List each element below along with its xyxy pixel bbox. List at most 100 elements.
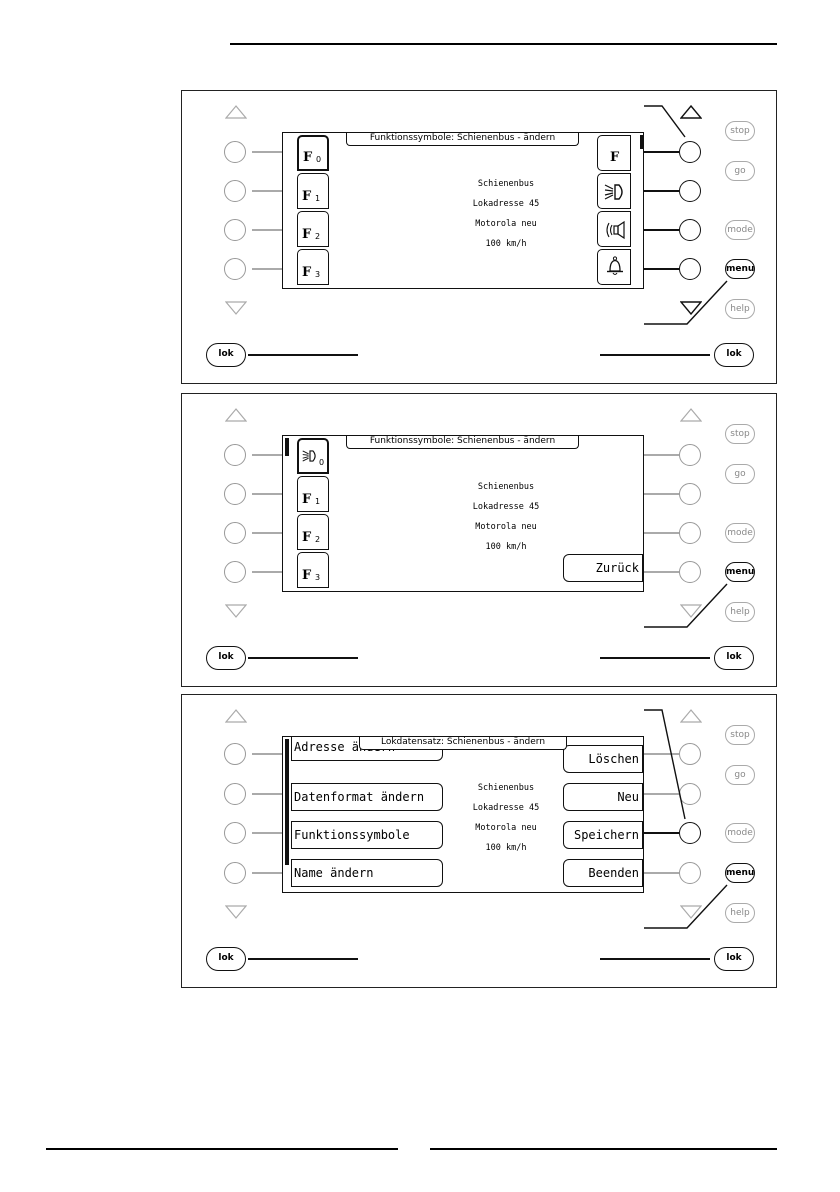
function-tab-f1[interactable]: F 1	[297, 173, 329, 209]
function-number: 2	[315, 535, 321, 544]
up-arrow-left-icon[interactable]	[225, 408, 247, 422]
softkey-left-1[interactable]	[224, 444, 246, 466]
lok-line-left	[248, 354, 358, 356]
softkey-right-4[interactable]	[679, 561, 701, 583]
lok-button-right[interactable]: lok	[714, 343, 754, 367]
menu-datenformat-aendern[interactable]: Datenformat ändern	[291, 783, 443, 811]
help-button[interactable]: help	[725, 602, 755, 622]
header-rule	[230, 43, 777, 45]
softkey-left-2[interactable]	[224, 483, 246, 505]
stop-button[interactable]: stop	[725, 725, 755, 745]
mode-button[interactable]: mode	[725, 823, 755, 843]
help-button[interactable]: help	[725, 903, 755, 923]
symbol-tab-light[interactable]	[597, 173, 631, 209]
loco-name: Schienenbus	[477, 179, 535, 189]
function-number: 3	[315, 573, 321, 582]
go-button[interactable]: go	[725, 161, 755, 181]
menu-funktionssymbole[interactable]: Funktionssymbole	[291, 821, 443, 849]
down-arrow-right-icon[interactable]	[680, 905, 702, 919]
symbol-tab-letter[interactable]: F	[597, 135, 631, 171]
softkey-right-1[interactable]	[679, 444, 701, 466]
function-tab-f0[interactable]: F 0	[297, 135, 329, 171]
loeschen-button[interactable]: Löschen	[563, 745, 643, 773]
lok-line-right	[600, 354, 710, 356]
softkey-left-3[interactable]	[224, 822, 246, 844]
scrollbar[interactable]	[285, 739, 289, 865]
menu-name-aendern[interactable]: Name ändern	[291, 859, 443, 887]
down-arrow-right-icon[interactable]	[680, 604, 702, 618]
mode-button[interactable]: mode	[725, 523, 755, 543]
up-arrow-left-icon[interactable]	[225, 105, 247, 119]
down-arrow-right-icon[interactable]	[680, 301, 702, 315]
softkey-right-4[interactable]	[679, 862, 701, 884]
lok-line-left	[248, 657, 358, 659]
scrollbar[interactable]	[285, 438, 289, 456]
softkey-left-2[interactable]	[224, 783, 246, 805]
function-tab-f3[interactable]: F 3	[297, 552, 329, 588]
softkey-lead	[252, 753, 282, 755]
bell-icon	[607, 256, 623, 276]
device-panel-1: stop go mode menu help lok lok Funktions…	[181, 90, 777, 384]
menu-button[interactable]: menu	[725, 259, 755, 279]
softkey-right-3[interactable]	[679, 522, 701, 544]
softkey-lead	[644, 532, 679, 534]
softkey-left-1[interactable]	[224, 743, 246, 765]
softkey-left-2[interactable]	[224, 180, 246, 202]
softkey-left-4[interactable]	[224, 561, 246, 583]
lok-button-left[interactable]: lok	[206, 343, 246, 367]
loco-format: Motorola neu	[475, 522, 537, 532]
up-arrow-right-icon[interactable]	[680, 408, 702, 422]
function-tab-f2[interactable]: F 2	[297, 514, 329, 550]
screen-title: Funktionssymbole: Schienenbus - ändern	[346, 133, 579, 146]
function-tab-f3[interactable]: F 3	[297, 249, 329, 285]
symbol-tab-sound[interactable]	[597, 211, 631, 247]
function-tab-f2[interactable]: F 2	[297, 211, 329, 247]
help-button[interactable]: help	[725, 299, 755, 319]
neu-button[interactable]: Neu	[563, 783, 643, 811]
softkey-left-4[interactable]	[224, 258, 246, 280]
stop-button[interactable]: stop	[725, 424, 755, 444]
speichern-button[interactable]: Speichern	[563, 821, 643, 849]
softkey-right-1[interactable]	[679, 743, 701, 765]
softkey-right-2[interactable]	[679, 180, 701, 202]
softkey-right-3[interactable]	[679, 822, 701, 844]
softkey-left-1[interactable]	[224, 141, 246, 163]
stop-button[interactable]: stop	[725, 121, 755, 141]
softkey-left-3[interactable]	[224, 522, 246, 544]
menu-button[interactable]: menu	[725, 863, 755, 883]
up-arrow-right-icon[interactable]	[680, 105, 702, 119]
down-arrow-left-icon[interactable]	[225, 604, 247, 618]
headlight-icon	[604, 184, 623, 200]
softkey-right-3[interactable]	[679, 219, 701, 241]
softkey-left-3[interactable]	[224, 219, 246, 241]
function-tab-f1[interactable]: F 1	[297, 476, 329, 512]
function-tab-f0[interactable]: 0	[297, 438, 329, 474]
function-number: 3	[315, 270, 321, 279]
go-button[interactable]: go	[725, 765, 755, 785]
softkey-right-1[interactable]	[679, 141, 701, 163]
down-arrow-left-icon[interactable]	[225, 905, 247, 919]
beenden-button[interactable]: Beenden	[563, 859, 643, 887]
symbol-tab-bell[interactable]	[597, 249, 631, 285]
lok-button-left[interactable]: lok	[206, 646, 246, 670]
loco-format: Motorola neu	[475, 823, 537, 833]
up-arrow-right-icon[interactable]	[680, 709, 702, 723]
down-arrow-left-icon[interactable]	[225, 301, 247, 315]
lok-button-left[interactable]: lok	[206, 947, 246, 971]
function-number: 1	[315, 194, 321, 203]
softkey-lead	[644, 793, 679, 795]
function-letter: F	[610, 150, 620, 165]
softkey-right-4[interactable]	[679, 258, 701, 280]
scrollbar[interactable]	[640, 135, 643, 149]
up-arrow-left-icon[interactable]	[225, 709, 247, 723]
softkey-left-4[interactable]	[224, 862, 246, 884]
menu-button[interactable]: menu	[725, 562, 755, 582]
screen-title: Lokdatensatz: Schienenbus - ändern	[359, 737, 567, 750]
mode-button[interactable]: mode	[725, 220, 755, 240]
softkey-lead	[252, 454, 282, 456]
go-button[interactable]: go	[725, 464, 755, 484]
lok-button-right[interactable]: lok	[714, 947, 754, 971]
lok-button-right[interactable]: lok	[714, 646, 754, 670]
softkey-right-2[interactable]	[679, 483, 701, 505]
back-button[interactable]: Zurück	[563, 554, 643, 582]
